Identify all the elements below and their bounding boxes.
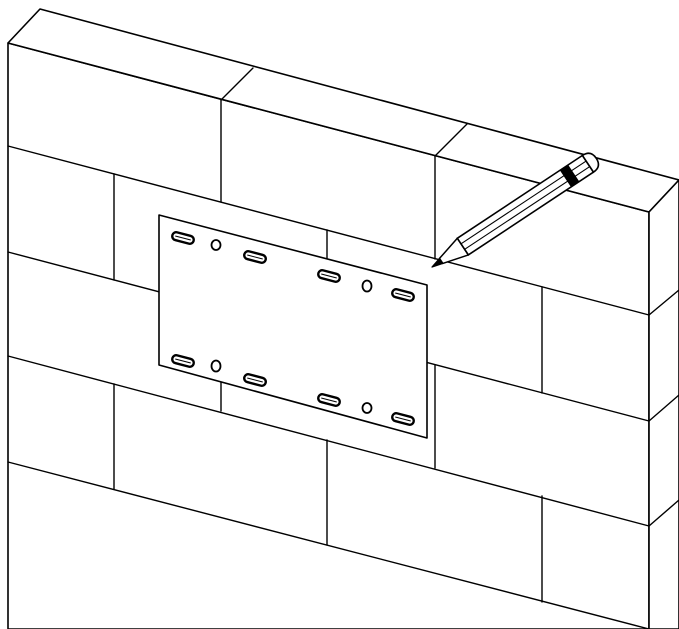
slot-hole <box>391 288 415 302</box>
top-joints <box>220 67 468 157</box>
round-hole <box>361 402 373 414</box>
slot-hole <box>171 231 195 245</box>
slot-hole <box>171 354 195 368</box>
round-hole <box>210 239 222 251</box>
round-hole <box>361 279 373 293</box>
slot-holes <box>171 231 415 426</box>
wall-side-face <box>648 179 679 629</box>
slot-hole <box>243 250 267 264</box>
side-courses <box>648 289 679 527</box>
slot-hole <box>317 269 341 283</box>
slot-hole <box>317 393 341 407</box>
round-holes <box>210 239 373 414</box>
vertical-joints <box>113 99 543 603</box>
slot-hole <box>243 373 267 387</box>
slot-hole <box>391 412 415 426</box>
mounting-plate <box>158 214 428 439</box>
plate-outline <box>158 214 428 439</box>
round-hole <box>210 359 222 373</box>
pencil-icon <box>431 152 600 268</box>
